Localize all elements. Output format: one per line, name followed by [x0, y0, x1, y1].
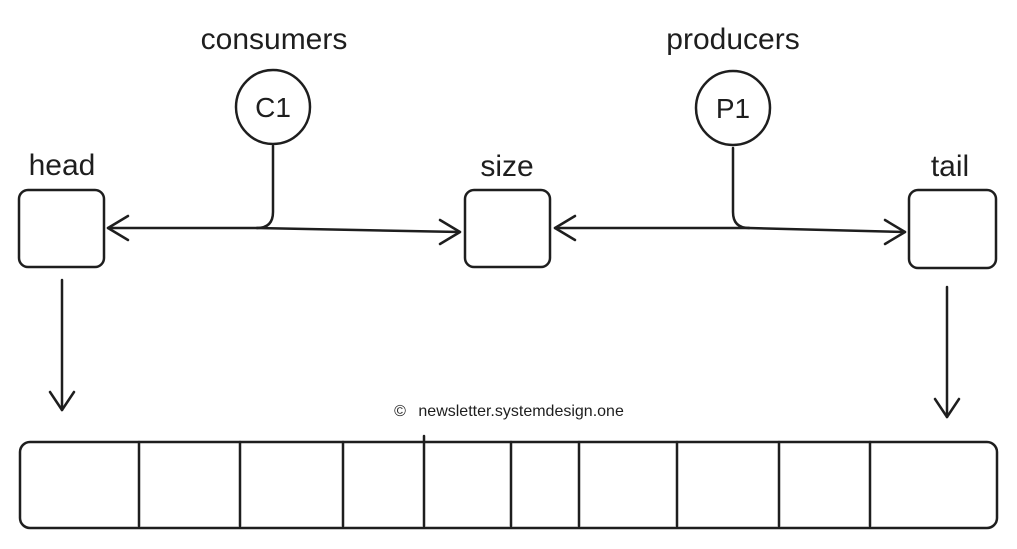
producers-label: producers	[666, 23, 799, 56]
buffer-array	[18, 434, 999, 530]
consumer-connector	[255, 144, 275, 230]
consumer-to-head-arrowhead	[106, 214, 130, 242]
tail-box	[907, 188, 998, 270]
producer-circle	[694, 69, 772, 147]
buffer-slot-dividers	[137, 434, 872, 528]
head-box	[17, 188, 106, 269]
consumer-node: C1	[234, 68, 312, 146]
producer-node: P1	[694, 69, 772, 147]
consumers-label: consumers	[201, 23, 348, 56]
buffer-outline	[18, 440, 999, 530]
producer-label: P1	[716, 93, 750, 124]
copyright-icon: ©	[394, 403, 406, 420]
tail-label: tail	[931, 150, 969, 183]
consumer-circle	[234, 68, 312, 146]
head-down-arrowhead	[48, 390, 76, 412]
producer-connector	[731, 146, 751, 230]
tail-down-arrowhead	[933, 397, 961, 419]
consumer-to-size-arrowhead	[438, 218, 462, 246]
credit-text: newsletter.systemdesign.one	[418, 403, 624, 420]
producer-to-tail-arrowhead	[883, 218, 907, 246]
copyright-credit: © newsletter.systemdesign.one	[394, 403, 624, 420]
consumer-label: C1	[255, 92, 291, 123]
consumer-to-size-arrow	[255, 226, 462, 234]
size-label: size	[480, 150, 533, 183]
producer-to-tail-arrow	[747, 226, 907, 234]
head-label: head	[29, 149, 96, 182]
producer-to-size-arrowhead	[553, 214, 577, 242]
size-box	[463, 188, 552, 269]
